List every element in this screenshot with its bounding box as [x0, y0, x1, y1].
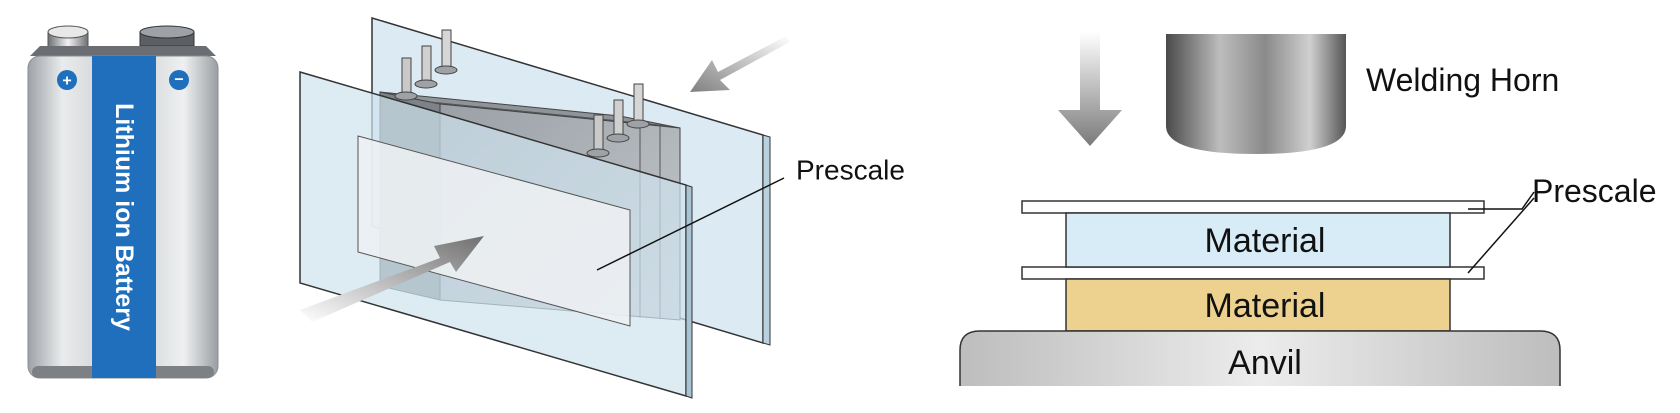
prescale-leader-top: [1468, 191, 1535, 210]
material-top-label: Material: [1205, 222, 1326, 260]
prescale-leader-bottom: [1467, 197, 1535, 274]
terminal-pins: [394, 29, 650, 158]
cell-diagram: Prescale: [299, 16, 905, 399]
material-top: [1065, 212, 1451, 268]
cell-prescale-label: Prescale: [796, 155, 905, 186]
anvil: [959, 330, 1561, 386]
down-arrow-icon: [1058, 32, 1122, 146]
welding-prescale-label: Prescale: [1532, 173, 1657, 209]
plus-icon: +: [57, 70, 77, 90]
material-bottom-label: Material: [1205, 287, 1326, 325]
prescale-film: [357, 135, 631, 327]
push-arrow-back-icon: [690, 36, 790, 92]
battery-top-shoulder: [30, 46, 216, 56]
push-arrow-front-icon: [300, 236, 484, 322]
negative-terminal: [139, 25, 195, 47]
welding-diagram: Welding Horn Material Material Anvil Pre…: [959, 32, 1657, 386]
minus-icon: −: [169, 70, 189, 90]
welding-horn-label: Welding Horn: [1366, 62, 1559, 98]
battery-label: Lithium ion Battery: [110, 103, 138, 331]
prescale-film-top: [1021, 200, 1485, 214]
welding-horn: [1166, 34, 1346, 154]
battery: Lithium ion Battery + −: [27, 25, 219, 379]
svg-text:−: −: [174, 72, 183, 89]
svg-text:+: +: [62, 73, 71, 90]
battery-label-band: [92, 56, 156, 378]
prescale-film-bottom: [1021, 266, 1485, 280]
anvil-label: Anvil: [1228, 344, 1302, 382]
prescale-leader-line: [596, 177, 785, 271]
